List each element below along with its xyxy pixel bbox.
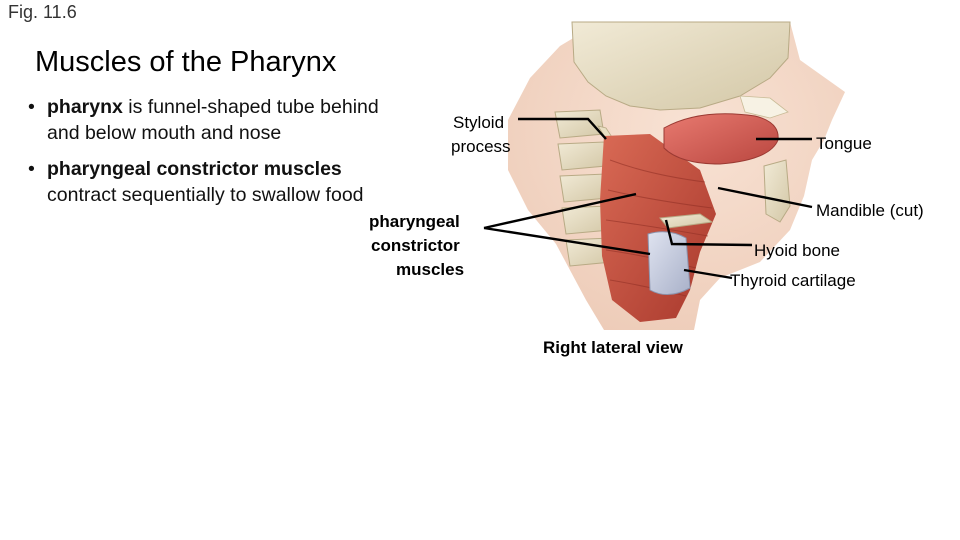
upper-teeth [739,95,789,119]
leader-lines [483,117,813,280]
bullet-term: pharynx [47,96,123,118]
label-mandible: Mandible (cut) [816,201,924,220]
bullet-text: is funnel-shaped tube behind and below m… [47,96,379,144]
cervical-vertebrae [554,109,613,267]
label-thyroid-cartilage: Thyroid cartilage [730,271,856,290]
label-constrictor-line2: constrictor [371,236,460,255]
label-tongue: Tongue [816,134,872,153]
slide-title: Muscles of the Pharynx [35,46,337,78]
label-hyoid-bone: Hyoid bone [754,241,841,260]
thyroid-cartilage [647,231,691,295]
hyoid-bone [659,213,714,229]
label-view: Right lateral view [543,338,683,357]
skull [571,21,791,111]
figure-label: Fig. 11.6 [8,2,77,22]
bullet-term: pharyngeal constrictor muscles [47,158,342,180]
bullet-item: pharynx is funnel-shaped tube behind and… [28,94,408,146]
bullet-item: pharyngeal constrictor muscles contract … [28,156,408,208]
label-styloid-line2: process [451,137,511,156]
mandible-cut [763,159,791,223]
bullet-text: contract sequentially to swallow food [47,184,364,206]
label-styloid-line1: Styloid [453,113,505,132]
label-constrictor-line1: pharyngeal [369,212,460,231]
label-constrictor-line3: muscles [396,260,465,279]
bullet-list: pharynx is funnel-shaped tube behind and… [28,94,408,218]
